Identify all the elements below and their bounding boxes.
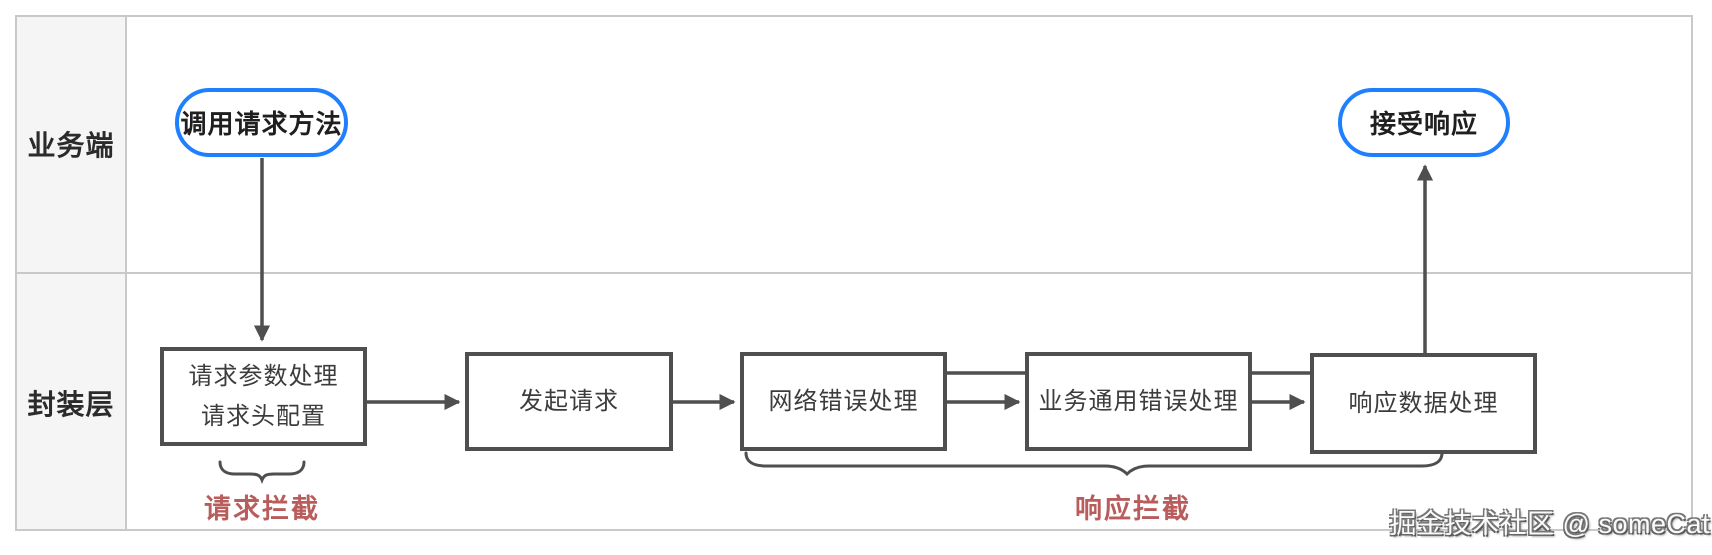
lane-label-wrapper: 封装层: [27, 388, 115, 420]
lane-label-business: 业务端: [27, 129, 115, 161]
response-intercept-label: 响应拦截: [1075, 494, 1191, 524]
watermark: 掘金技术社区 @ someCat: [1389, 509, 1710, 539]
request-intercept-label: 请求拦截: [204, 494, 320, 524]
node-call-request-label: 调用请求方法: [180, 109, 343, 139]
lane-divider: [15, 272, 1693, 274]
node-receive-response-label: 接受响应: [1369, 109, 1478, 139]
node-network-error-label: 网络错误处理: [768, 387, 919, 415]
underbrace-response: [744, 451, 1444, 477]
node-business-error-label: 业务通用错误处理: [1038, 387, 1239, 415]
node-response-data-label: 响应数据处理: [1348, 389, 1499, 417]
node-response-data: 响应数据处理: [1310, 353, 1537, 454]
node-send-request-label: 发起请求: [519, 387, 619, 415]
node-call-request: 调用请求方法: [175, 88, 348, 157]
node-request-params-line1: 请求参数处理: [188, 362, 339, 390]
node-request-params-line2: 请求头配置: [201, 402, 326, 430]
node-send-request: 发起请求: [465, 352, 673, 451]
underbrace-request: [218, 460, 306, 485]
node-request-params: 请求参数处理 请求头配置: [160, 347, 367, 446]
node-business-error: 业务通用错误处理: [1025, 352, 1252, 451]
node-receive-response: 接受响应: [1338, 88, 1510, 157]
node-network-error: 网络错误处理: [740, 352, 947, 451]
